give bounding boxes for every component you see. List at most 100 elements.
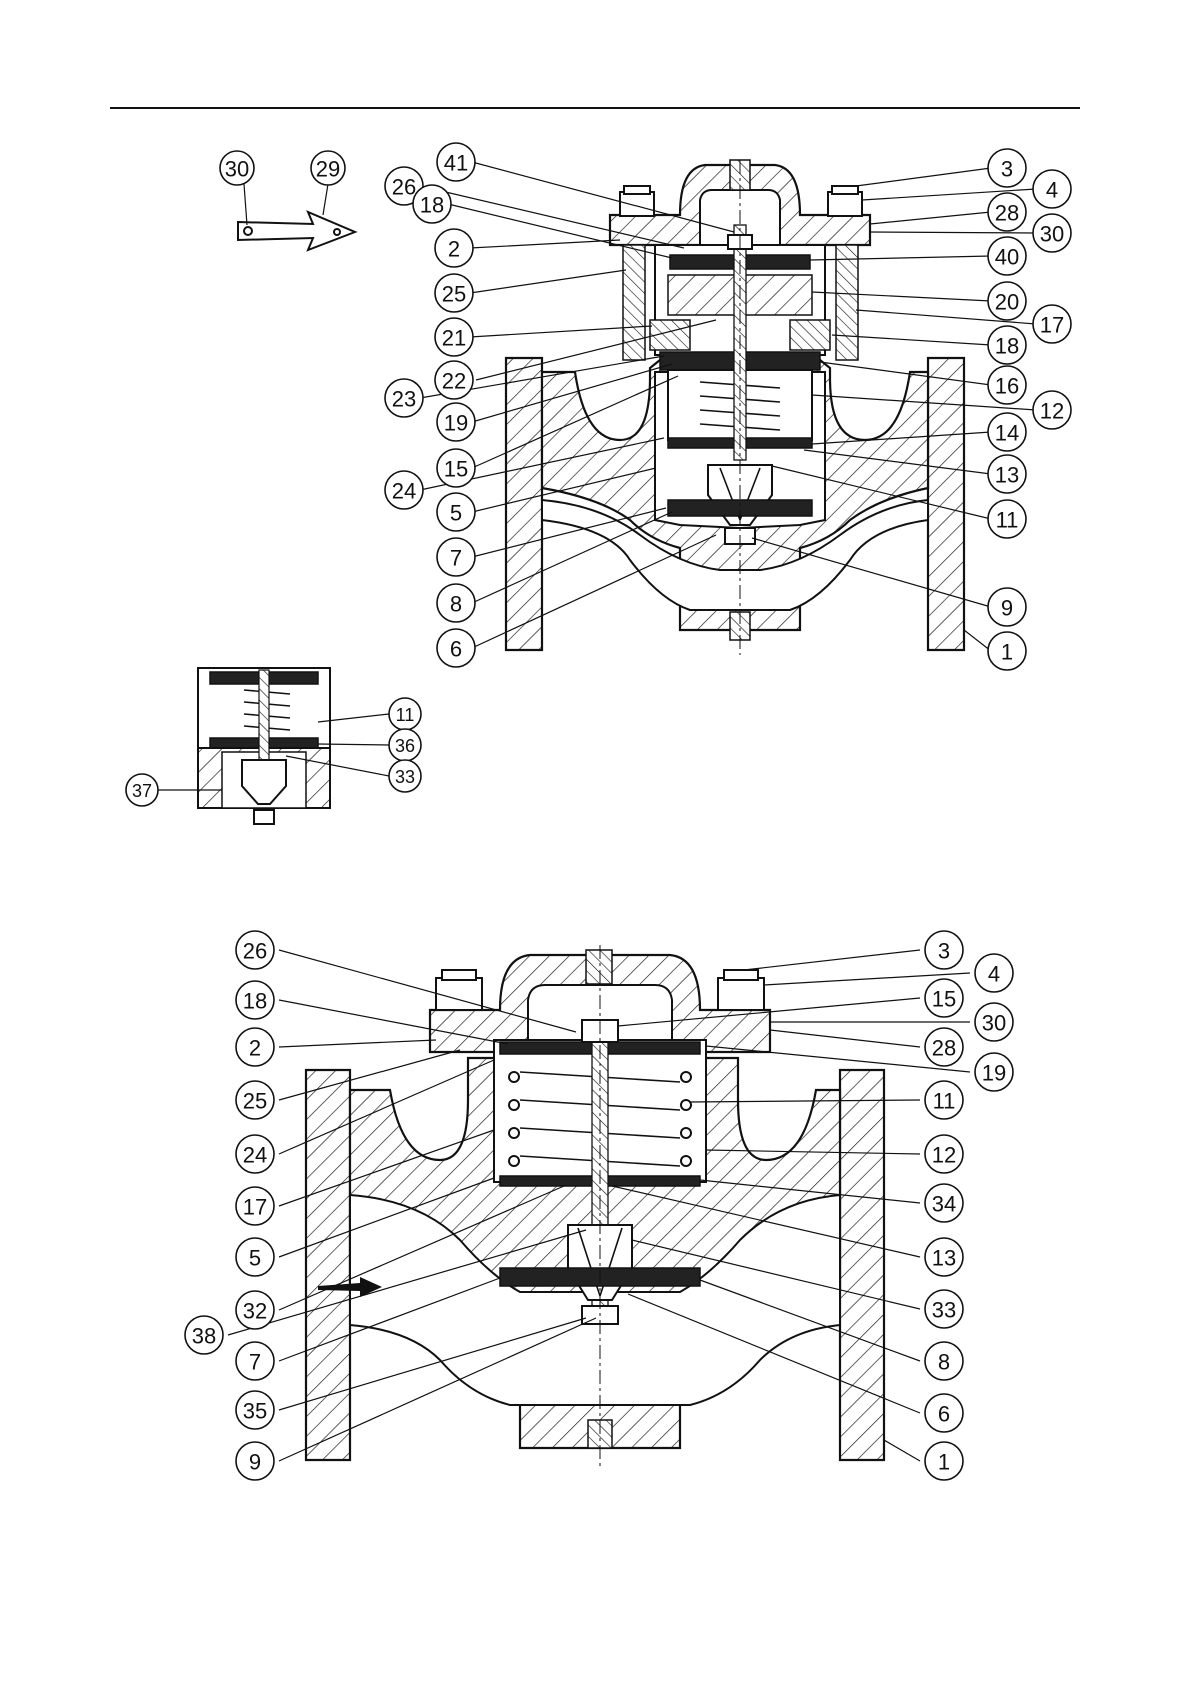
callout-label: 35 bbox=[243, 1399, 267, 1424]
callout-top-assembly-13: 13 bbox=[988, 455, 1026, 493]
callout-bottom-assembly-1: 1 bbox=[925, 1442, 963, 1480]
spring-coil-l2 bbox=[509, 1100, 519, 1110]
callout-label: 19 bbox=[982, 1061, 1006, 1086]
callout-label: 25 bbox=[442, 282, 466, 307]
callout-top-assembly-23: 23 bbox=[385, 379, 423, 417]
callout-label: 15 bbox=[932, 987, 956, 1012]
callout-bottom-assembly-6: 6 bbox=[925, 1394, 963, 1432]
callout-top-assembly-12: 12 bbox=[1033, 391, 1071, 429]
callout-top-assembly-24: 24 bbox=[385, 471, 423, 509]
callout-bottom-assembly-8: 8 bbox=[925, 1342, 963, 1380]
callout-label: 25 bbox=[243, 1089, 267, 1114]
callout-bottom-assembly-24: 24 bbox=[236, 1135, 274, 1173]
callout-bottom-assembly-28: 28 bbox=[925, 1028, 963, 1066]
callout-arrow-detail-30: 30 bbox=[220, 151, 254, 185]
callout-bottom-assembly-3: 3 bbox=[925, 931, 963, 969]
callout-label: 1 bbox=[938, 1450, 950, 1475]
callout-label: 11 bbox=[996, 508, 1019, 533]
callout-bottom-assembly-11: 11 bbox=[925, 1081, 963, 1119]
callout-bottom-assembly-12: 12 bbox=[925, 1135, 963, 1173]
callout-bottom-assembly-7: 7 bbox=[236, 1342, 274, 1380]
callout-bottom-assembly-35: 35 bbox=[236, 1391, 274, 1429]
spring-coil-r2 bbox=[681, 1100, 691, 1110]
callout-top-assembly-14: 14 bbox=[988, 413, 1026, 451]
callout-top-assembly-40: 40 bbox=[988, 237, 1026, 275]
callout-label: 37 bbox=[132, 781, 152, 801]
callout-label: 7 bbox=[450, 546, 462, 571]
callout-top-assembly-9: 9 bbox=[988, 588, 1026, 626]
callout-bottom-assembly-32: 32 bbox=[236, 1291, 274, 1329]
callout-label: 24 bbox=[392, 479, 416, 504]
callout-label: 13 bbox=[932, 1246, 956, 1271]
callout-label: 11 bbox=[933, 1089, 956, 1114]
callout-label: 6 bbox=[938, 1402, 950, 1427]
callout-label: 29 bbox=[316, 157, 340, 182]
callout-label: 1 bbox=[1001, 640, 1013, 665]
callout-label: 5 bbox=[450, 501, 462, 526]
callout-label: 14 bbox=[995, 421, 1019, 446]
callout-cartridge-detail-36: 36 bbox=[389, 729, 421, 761]
callout-label: 18 bbox=[243, 989, 267, 1014]
callout-bottom-assembly-4: 4 bbox=[975, 954, 1013, 992]
callout-top-assembly-5: 5 bbox=[437, 493, 475, 531]
callout-top-assembly-28: 28 bbox=[988, 193, 1026, 231]
callout-label: 30 bbox=[1040, 222, 1064, 247]
bottom-left-nut bbox=[436, 978, 482, 1010]
callout-label: 28 bbox=[932, 1036, 956, 1061]
callout-top-assembly-30: 30 bbox=[1033, 214, 1071, 252]
callout-label: 16 bbox=[995, 374, 1019, 399]
callout-label: 13 bbox=[995, 463, 1019, 488]
callout-top-assembly-3: 3 bbox=[988, 149, 1026, 187]
spring-coil-l4 bbox=[509, 1156, 519, 1166]
bottom-top-plug bbox=[586, 950, 612, 984]
callout-top-assembly-4: 4 bbox=[1033, 170, 1071, 208]
callout-label: 3 bbox=[1001, 157, 1013, 182]
callout-label: 40 bbox=[995, 245, 1019, 270]
callout-label: 28 bbox=[995, 201, 1019, 226]
callout-bottom-assembly-38: 38 bbox=[185, 1316, 223, 1354]
spring-coil-r3 bbox=[681, 1128, 691, 1138]
callout-bottom-assembly-18: 18 bbox=[236, 981, 274, 1019]
arrow-detail bbox=[238, 184, 355, 250]
callout-label: 9 bbox=[249, 1450, 261, 1475]
callout-label: 18 bbox=[995, 334, 1019, 359]
spring-coil-l3 bbox=[509, 1128, 519, 1138]
callout-top-assembly-18: 18 bbox=[413, 185, 451, 223]
callout-top-assembly-22: 22 bbox=[435, 361, 473, 399]
callout-top-assembly-2: 2 bbox=[435, 229, 473, 267]
bottom-inlet-flange bbox=[306, 1070, 350, 1460]
bottom-right-nut bbox=[718, 978, 764, 1010]
callout-bottom-assembly-19: 19 bbox=[975, 1053, 1013, 1091]
callout-bottom-assembly-15: 15 bbox=[925, 979, 963, 1017]
callout-label: 24 bbox=[243, 1143, 267, 1168]
callout-label: 15 bbox=[444, 457, 468, 482]
arrow-plate-hole-left bbox=[244, 227, 252, 235]
bottom-left-nut-top bbox=[442, 970, 476, 980]
right-stud bbox=[836, 245, 858, 360]
callout-label: 3 bbox=[938, 939, 950, 964]
callout-bottom-assembly-5: 5 bbox=[236, 1238, 274, 1276]
callout-top-assembly-17: 17 bbox=[1033, 305, 1071, 343]
callout-label: 33 bbox=[395, 767, 415, 787]
arrow-plate-hole-right bbox=[334, 229, 340, 235]
callout-label: 9 bbox=[1001, 596, 1013, 621]
callout-bottom-assembly-25: 25 bbox=[236, 1081, 274, 1119]
inlet-flange bbox=[506, 358, 542, 650]
callout-label: 6 bbox=[450, 637, 462, 662]
callout-bottom-assembly-33: 33 bbox=[925, 1290, 963, 1328]
callout-label: 11 bbox=[396, 705, 415, 725]
bottom-assembly bbox=[228, 945, 970, 1468]
cartridge-bottom-nut bbox=[254, 810, 274, 824]
callout-bottom-assembly-26: 26 bbox=[236, 931, 274, 969]
callout-label: 32 bbox=[243, 1299, 267, 1324]
callout-cartridge-detail-33: 33 bbox=[389, 760, 421, 792]
spring-coil-l1 bbox=[509, 1072, 519, 1082]
callout-cartridge-detail-11: 11 bbox=[389, 698, 421, 730]
callout-top-assembly-15: 15 bbox=[437, 449, 475, 487]
callout-label: 19 bbox=[444, 411, 468, 436]
callout-label: 4 bbox=[988, 962, 1000, 987]
callout-label: 2 bbox=[448, 237, 460, 262]
callout-bottom-assembly-13: 13 bbox=[925, 1238, 963, 1276]
outlet-flange bbox=[928, 358, 964, 650]
